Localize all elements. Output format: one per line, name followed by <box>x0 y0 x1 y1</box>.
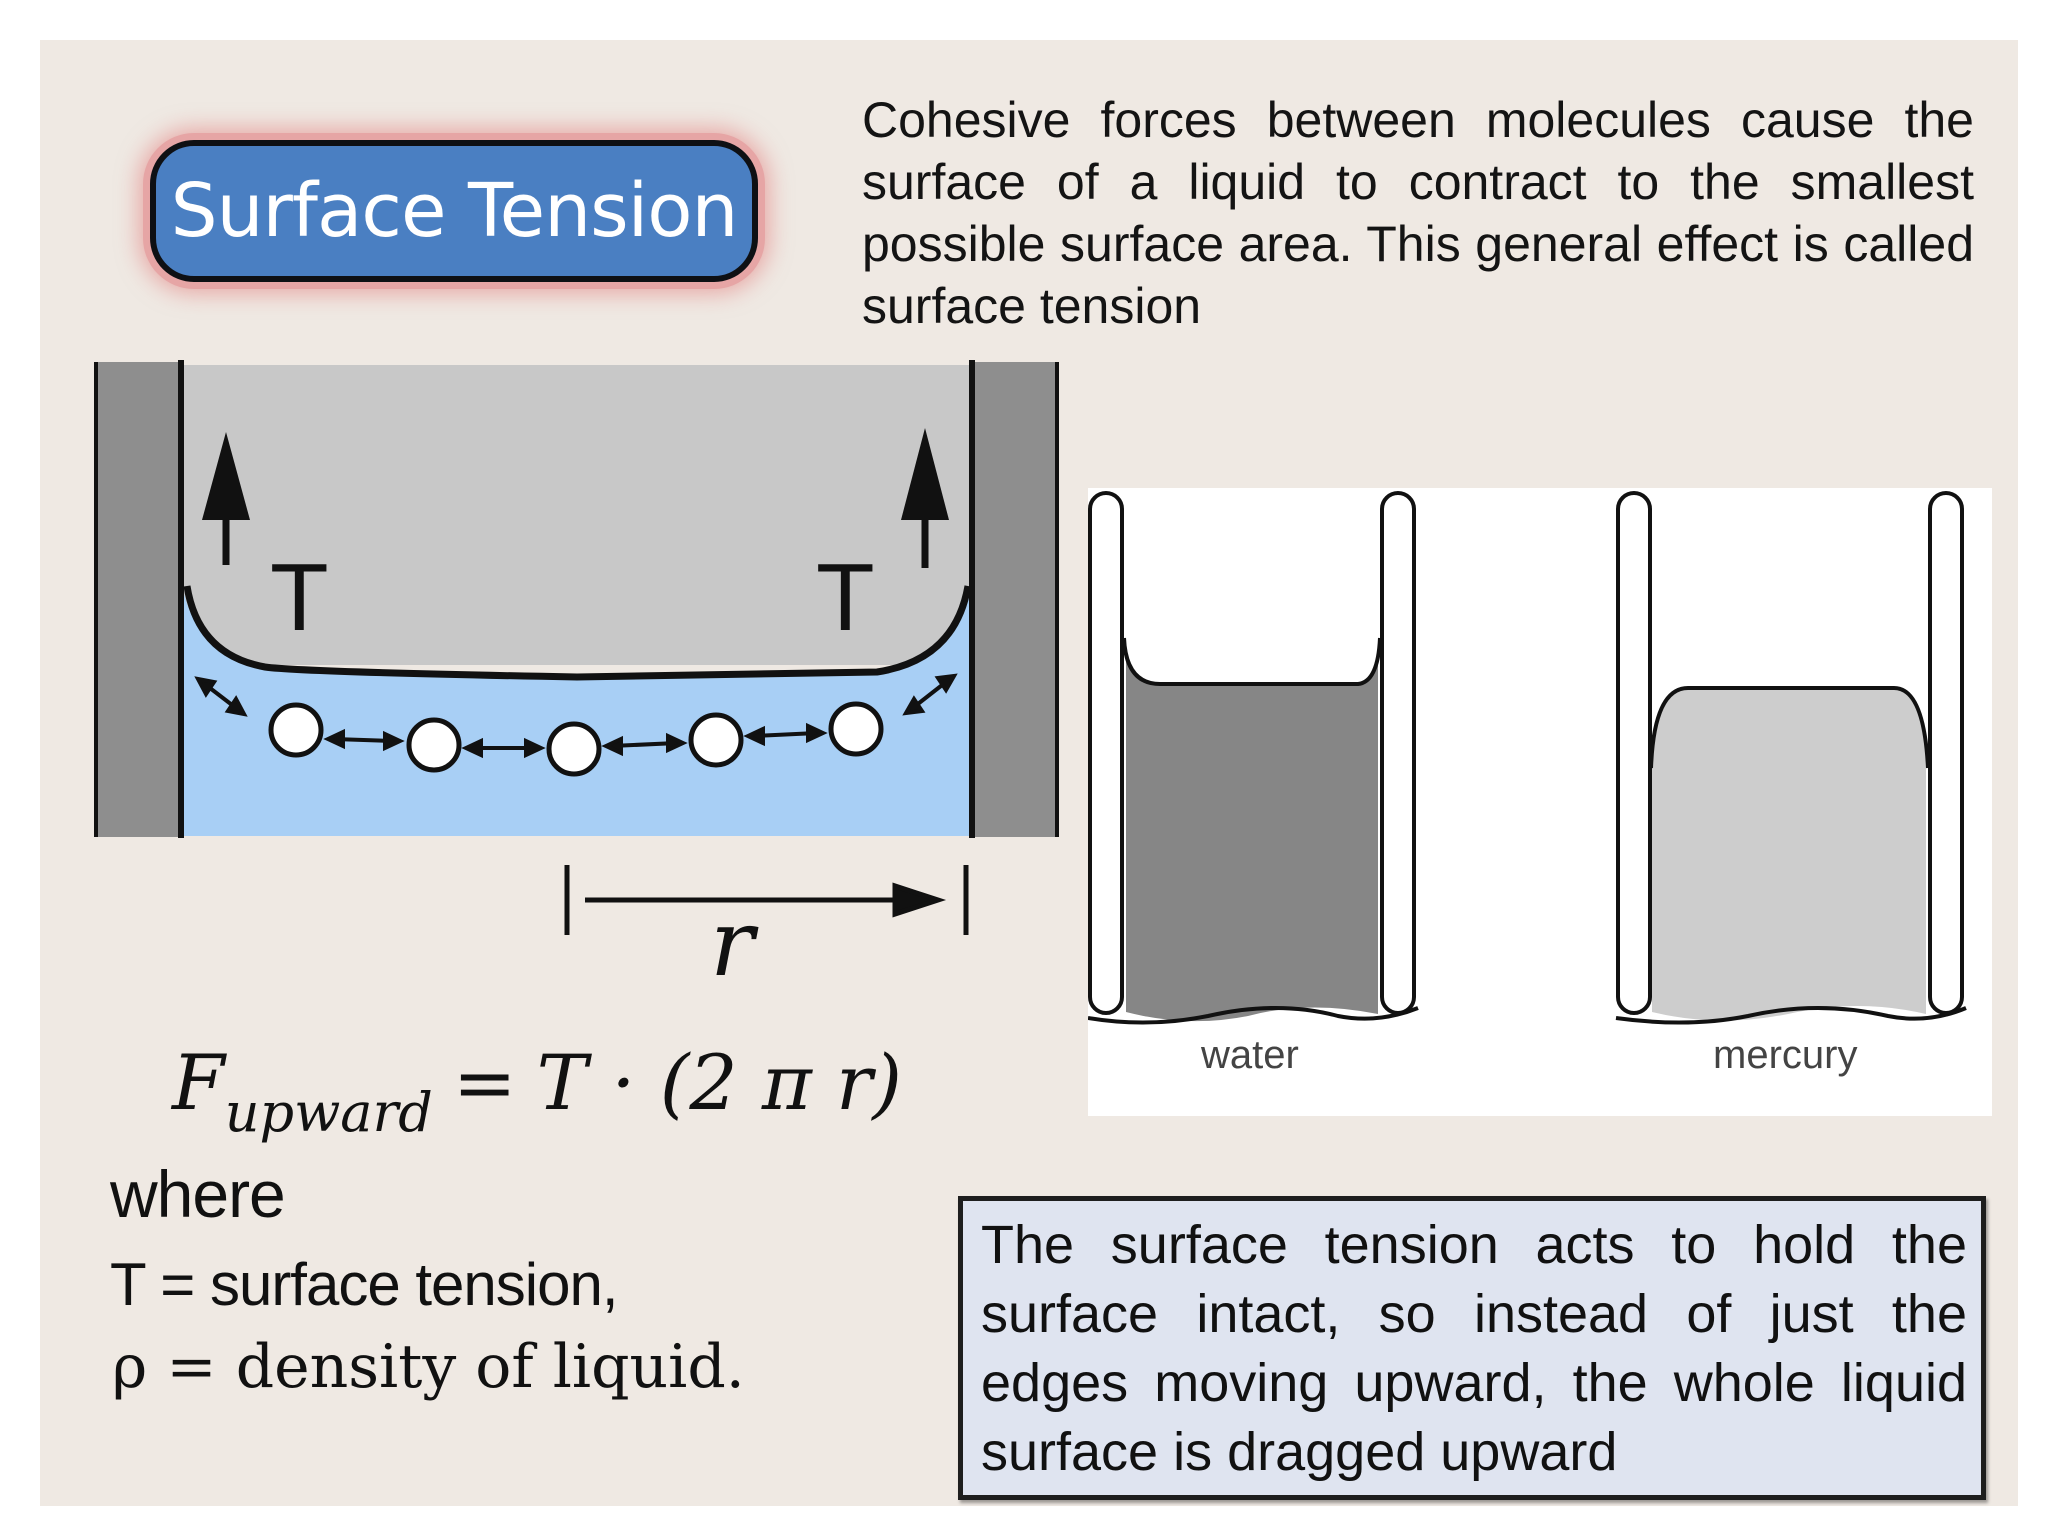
tension-label-right: T <box>816 544 875 651</box>
capillary-diagram: T T r <box>94 360 1059 997</box>
liquid-region <box>183 586 971 836</box>
mercury-tube-right-wall <box>1928 491 1964 1015</box>
right-wall <box>973 362 1059 837</box>
title-badge: Surface Tension <box>150 140 758 282</box>
air-region <box>183 365 971 665</box>
water-meniscus <box>1122 637 1382 686</box>
note-text: The surface tension acts to hold the sur… <box>981 1215 1967 1482</box>
formula-rhs: T · (2 π r) <box>536 1038 902 1127</box>
mercury-label: mercury <box>1713 1033 1858 1077</box>
radius-label: r <box>710 890 759 997</box>
force-formula: Fupward =T · (2 π r) <box>172 1038 902 1144</box>
molecule <box>546 721 602 777</box>
water-liquid <box>1126 651 1378 1022</box>
radius-marker <box>564 865 969 935</box>
molecule <box>688 712 744 768</box>
tension-arrow-left <box>202 432 250 565</box>
meniscus-curve <box>183 585 972 681</box>
where-label: where <box>110 1157 286 1231</box>
tension-arrow-right <box>901 428 949 568</box>
molecule <box>828 701 884 757</box>
cohesion-arrows <box>194 673 958 759</box>
mercury-tube-left-wall <box>1616 491 1652 1015</box>
molecule <box>268 702 324 758</box>
formula-force: F <box>172 1038 225 1127</box>
mercury-liquid <box>1652 688 1926 1021</box>
definition-tension: T = surface tension, <box>110 1251 619 1318</box>
tension-label-left: T <box>270 544 329 651</box>
mercury-meniscus <box>1649 686 1930 769</box>
tubes-diagram <box>1088 491 1967 1025</box>
formula-equals: = <box>452 1038 517 1127</box>
intro-paragraph: Cohesive forces between molecules cause … <box>862 92 1974 334</box>
left-wall <box>94 362 181 837</box>
water-label: water <box>1201 1033 1299 1077</box>
water-tube-left-wall <box>1088 491 1124 1015</box>
definition-density: ρ = density of liquid. <box>112 1332 745 1402</box>
molecules <box>268 701 884 777</box>
formula-subscript: upward <box>224 1081 433 1144</box>
slide-title: Surface Tension <box>170 168 739 254</box>
water-tube-right-wall <box>1380 491 1416 1015</box>
molecule <box>406 717 462 773</box>
note-box: The surface tension acts to hold the sur… <box>958 1196 1986 1500</box>
